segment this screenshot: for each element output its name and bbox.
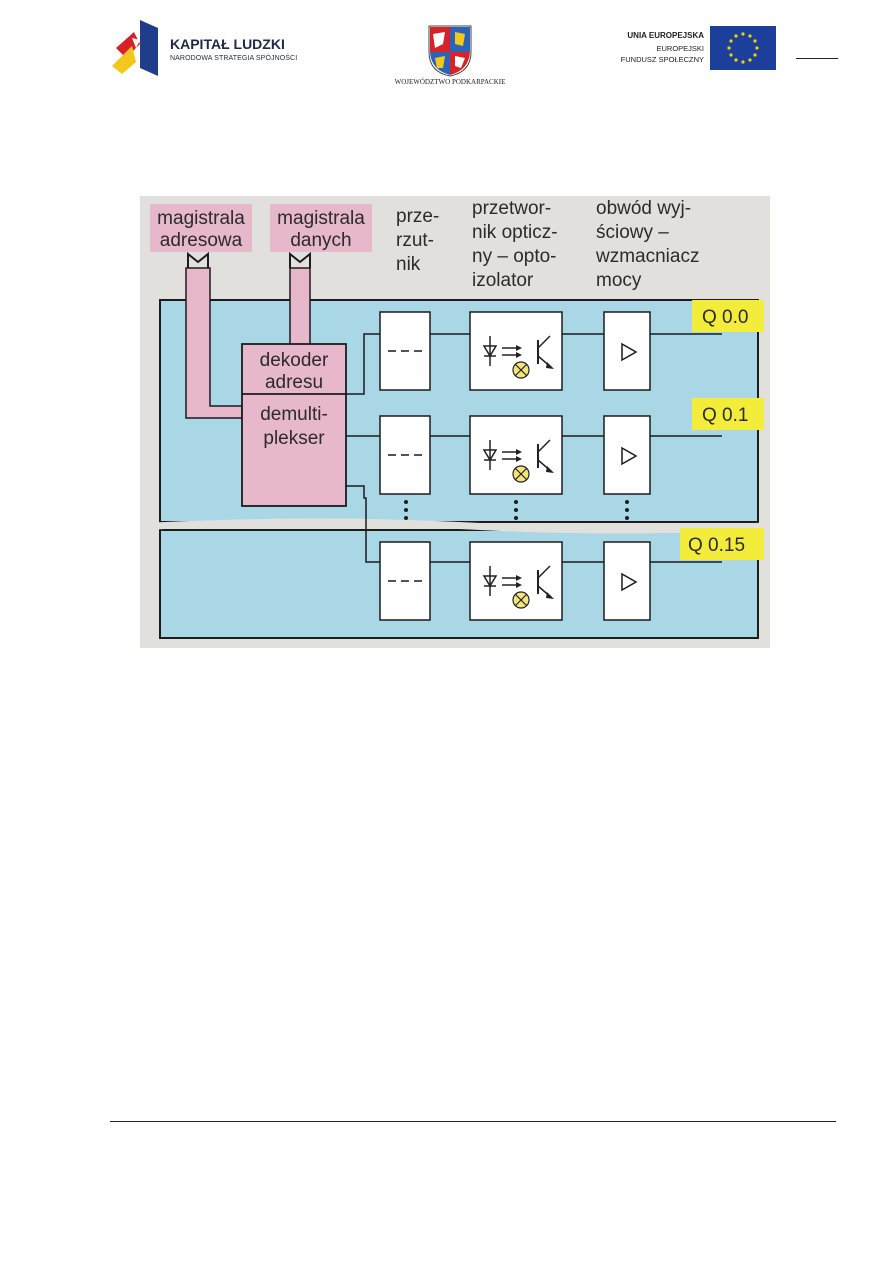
amplifier-block [603,311,651,391]
unia-line-3: FUNDUSZ SPOŁECZNY [620,55,704,64]
amplifier-triangle-icon [621,572,638,592]
eu-flag-icon [710,26,776,70]
decoder-label-1: dekoder [260,350,329,371]
decoder-demux-block [241,343,347,507]
data-bus-path [289,267,311,347]
unia-line-2: EUROPEJSKI [656,44,704,53]
address-bus-label-2: adresowa [160,230,243,251]
page-header: KAPITAŁ LUDZKI NARODOWA STRATEGIA SPÓJNO… [0,0,893,110]
output-label-3: wzmacniacz [595,246,699,267]
amplifier-triangle-icon [621,342,638,362]
output-label-4: mocy [596,270,642,291]
latch-label-3: nik [396,254,421,275]
channel-row-15: Q 0.15 [379,528,764,621]
diagram-canvas: magistrala adresowa magistrala danych pr… [140,196,770,648]
footer-rule [110,1121,836,1122]
lower-panel [159,529,759,639]
output-label-box [692,300,764,332]
unia-europejska-logo: UNIA EUROPEJSKA EUROPEJSKI FUNDUSZ SPOŁE… [596,24,786,74]
header-rule [796,58,838,59]
output-q1-label: Q 0.1 [702,405,748,426]
output-q15-label: Q 0.15 [688,535,745,556]
opto-label-3: ny – opto- [472,246,557,267]
kapital-ludzki-title: KAPITAŁ LUDZKI [170,36,285,52]
amplifier-block [603,541,651,621]
data-bus-label-2: danych [290,230,351,251]
unia-line-1: UNIA EUROPEJSKA [627,31,704,40]
kapital-ludzki-logo: KAPITAŁ LUDZKI NARODOWA STRATEGIA SPÓJNO… [110,18,310,78]
data-bus-connector-icon [289,251,311,268]
amplifier-block [603,415,651,495]
continuation-dots [404,500,629,520]
coat-of-arms-icon [428,25,472,77]
data-bus-label-1: magistrala [277,208,365,229]
amplifier-triangle-icon [621,446,638,466]
channel-row-0: Q 0.0 [379,300,764,391]
decoder-label-2: adresu [265,372,323,393]
kapital-ludzki-emblem-icon [112,20,158,76]
opto-label-2: nik opticz- [472,222,558,243]
opto-label-1: przetwor- [472,198,551,219]
wojewodztwo-text: WOJEWÓDZTWO PODKARPACKIE [394,78,506,86]
wojewodztwo-logo: WOJEWÓDZTWO PODKARPACKIE [385,22,515,92]
opto-label-4: izolator [472,270,534,291]
channel-row-1: Q 0.1 [379,398,764,495]
output-label-1: obwód wyj- [596,198,691,219]
address-bus-label-box [150,204,252,252]
plc-output-module-diagram: magistrala adresowa magistrala danych pr… [140,196,770,648]
demux-label-2: plekser [263,428,325,449]
latch-label-1: prze- [396,206,439,227]
address-bus-connector-icon [187,251,209,268]
output-q0-label: Q 0.0 [702,307,748,328]
kapital-ludzki-subtitle: NARODOWA STRATEGIA SPÓJNOŚCI [170,55,298,62]
output-label-box [692,398,764,430]
address-bus-label-1: magistrala [157,208,245,229]
output-label-2: ściowy – [596,222,669,243]
output-label-box [680,528,764,560]
latch-label-2: rzut- [396,230,434,251]
data-bus-label-box [270,204,372,252]
demux-label-1: demulti- [260,404,328,425]
